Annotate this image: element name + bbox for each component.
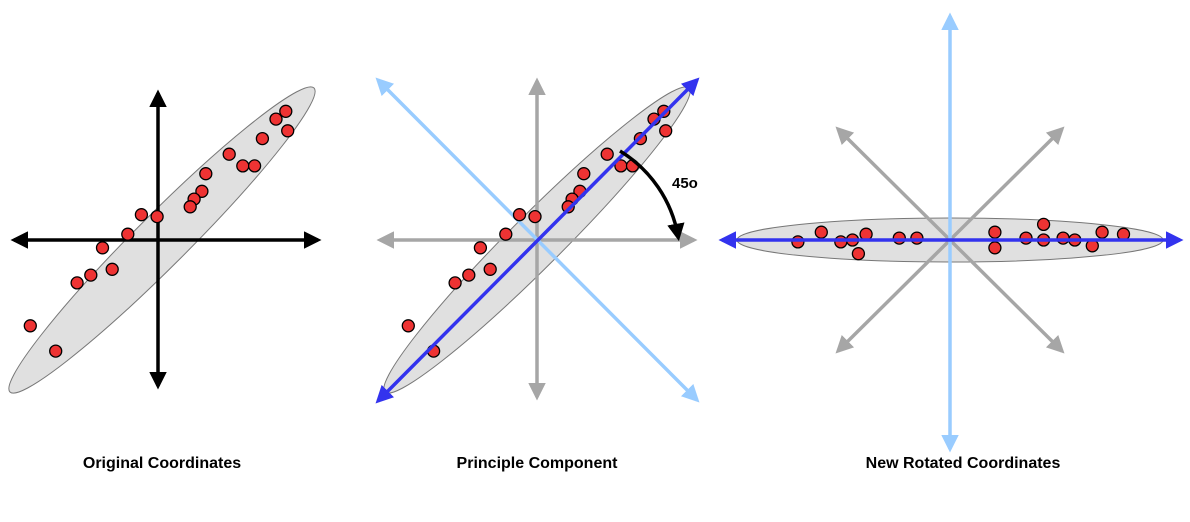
data-point bbox=[988, 241, 1002, 255]
data-point bbox=[528, 209, 542, 224]
data-points bbox=[23, 104, 295, 358]
caption-principle-component: Principle Component bbox=[456, 455, 618, 472]
data-point bbox=[1095, 225, 1109, 239]
data-point bbox=[1056, 231, 1070, 245]
data-point bbox=[512, 208, 527, 222]
data-point bbox=[183, 200, 197, 214]
data-point bbox=[281, 124, 295, 138]
data-point bbox=[222, 147, 236, 161]
caption-new-rotated-coordinates: New Rotated Coordinates bbox=[865, 455, 1061, 472]
data-point bbox=[462, 268, 476, 282]
data-point bbox=[1019, 231, 1033, 245]
panel-principle: 45o bbox=[375, 77, 700, 404]
data-point bbox=[236, 159, 250, 173]
data-point bbox=[600, 147, 614, 161]
data-point bbox=[577, 167, 591, 181]
data-point bbox=[84, 268, 98, 282]
data-point bbox=[195, 184, 209, 198]
data-point bbox=[70, 276, 84, 290]
data-point bbox=[448, 276, 462, 290]
data-point bbox=[834, 235, 848, 249]
data-point bbox=[23, 319, 37, 333]
data-point bbox=[910, 231, 924, 245]
data-point bbox=[814, 225, 828, 239]
caption-original-coordinates: Original Coordinates bbox=[82, 455, 242, 472]
principal-axis-arrow bbox=[375, 77, 700, 404]
data-point bbox=[134, 208, 149, 222]
angle-arc-arrow bbox=[619, 149, 685, 242]
angle-label: 45o bbox=[672, 175, 698, 192]
panel-rotated bbox=[718, 12, 1184, 453]
data-point bbox=[1036, 217, 1051, 232]
data-point bbox=[988, 225, 1002, 239]
data-point bbox=[247, 159, 262, 173]
data-point bbox=[105, 262, 119, 276]
data-point bbox=[269, 112, 283, 126]
data-point bbox=[255, 131, 270, 146]
data-point bbox=[199, 167, 213, 181]
data-point bbox=[95, 241, 110, 255]
data-point bbox=[791, 235, 805, 249]
data-point bbox=[49, 344, 63, 358]
data-point bbox=[279, 104, 293, 118]
data-point bbox=[499, 227, 513, 241]
data-point bbox=[150, 209, 164, 224]
data-point bbox=[851, 247, 866, 261]
panel-original bbox=[8, 86, 322, 394]
data-point bbox=[892, 231, 906, 245]
data-point bbox=[121, 227, 135, 241]
data-point bbox=[473, 241, 488, 255]
data-point bbox=[401, 319, 415, 333]
data-point bbox=[483, 262, 497, 276]
data-point bbox=[659, 124, 673, 138]
